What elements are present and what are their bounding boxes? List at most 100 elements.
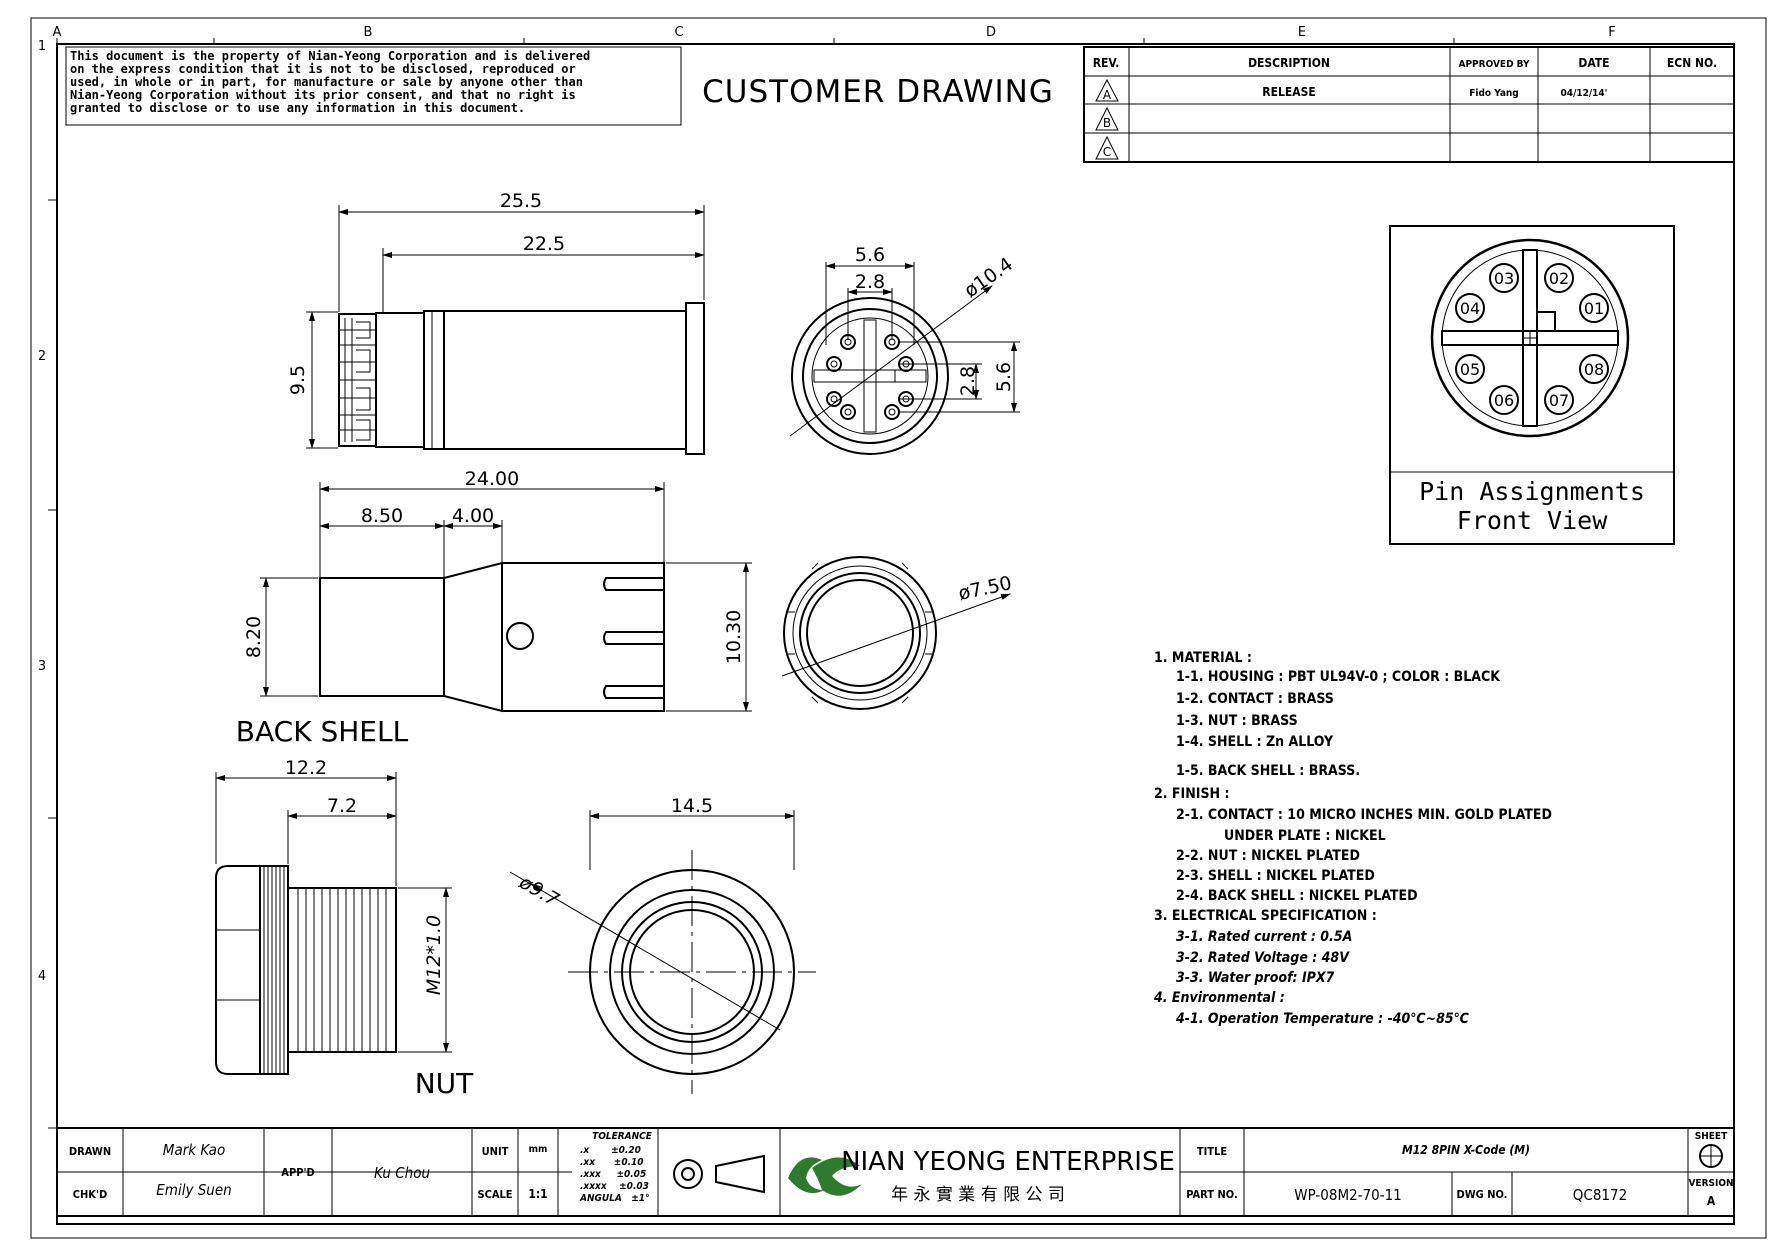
pin-assignments-box <box>1389 225 1675 545</box>
pin-caption-line1: Pin Assignments <box>1419 477 1645 506</box>
sheet-icon <box>1699 1144 1723 1168</box>
unit-label: UNIT <box>482 1145 509 1158</box>
version-value: A <box>1707 1194 1716 1208</box>
date-header: DATE <box>1578 56 1609 70</box>
note-line: UNDER PLATE : NICKEL <box>1224 828 1386 844</box>
sheet-frame <box>30 17 1767 1239</box>
rev-marker-a: A <box>1095 78 1119 102</box>
front-dim-width-inner: 2.8 <box>855 271 885 293</box>
tolerance-line: .xxx ±0.05 <box>580 1169 646 1180</box>
note-line: 3-3. Water proof: IPX7 <box>1176 970 1335 986</box>
rev-a-approved-by: Fido Yang <box>1469 88 1519 99</box>
nut-dim-thread-len: 7.2 <box>327 795 357 817</box>
disclaimer-line: granted to disclose or to use any inform… <box>70 101 525 115</box>
back-shell-dim-h-right: 10.30 <box>723 610 745 664</box>
row-label-3: 3 <box>38 659 46 674</box>
back-shell-dim-ring: ø7.50 <box>956 572 1013 605</box>
dwg-no-value: QC8172 <box>1573 1186 1627 1204</box>
nut-dim-outer: 14.5 <box>671 795 713 817</box>
note-line: 1-1. HOUSING : PBT UL94V-0 ; COLOR : BLA… <box>1176 669 1501 685</box>
disclaimer-line: used, in whole or in part, for manufactu… <box>70 75 583 89</box>
note-line: 3. ELECTRICAL SPECIFICATION : <box>1154 908 1377 924</box>
unit-value: mm <box>529 1144 548 1155</box>
company-logo-icon <box>788 1157 862 1196</box>
title-label: TITLE <box>1197 1145 1227 1158</box>
note-line: 1-4. SHELL : Zn ALLOY <box>1176 734 1334 750</box>
title-block <box>57 1127 1734 1217</box>
company-name: NIAN YEONG ENTERPRISE <box>841 1147 1175 1177</box>
back-shell-drawing <box>260 482 752 713</box>
rev-header: REV. <box>1093 56 1120 70</box>
note-line: 3-2. Rated Voltage : 48V <box>1176 950 1350 966</box>
dwg-no-label: DWG NO. <box>1457 1188 1508 1201</box>
back-shell-dim-h-left: 8.20 <box>243 616 265 658</box>
svg-text:A: A <box>1103 88 1112 102</box>
nut-label: NUT <box>415 1067 474 1100</box>
front-view-connector <box>789 262 1020 455</box>
col-label-a: A <box>53 25 62 40</box>
drawn-value: Mark Kao <box>163 1141 225 1159</box>
pin-label-08: 08 <box>1584 360 1604 379</box>
tolerance-line: .x ±0.20 <box>580 1145 641 1156</box>
chkd-label: CHK'D <box>73 1188 107 1201</box>
front-dim-width-outer: 5.6 <box>855 244 885 266</box>
disclaimer-line: on the express condition that it is not … <box>70 62 576 76</box>
title-value: M12 8PIN X-Code (M) <box>1402 1143 1530 1157</box>
ecn-header: ECN NO. <box>1667 56 1717 70</box>
front-dim-diameter: ø10.4 <box>960 253 1017 302</box>
side-dim-overall: 25.5 <box>500 190 542 212</box>
col-label-c: C <box>674 25 683 40</box>
column-labels: A B C D E F <box>53 25 1616 40</box>
row-label-1: 1 <box>38 39 46 54</box>
pin-label-04: 04 <box>1460 299 1480 318</box>
note-line: 2-4. BACK SHELL : NICKEL PLATED <box>1176 888 1418 904</box>
nut-end-view <box>509 810 816 1094</box>
rev-marker-b: B <box>1095 106 1119 131</box>
svg-text:B: B <box>1103 116 1111 130</box>
disclaimer-box: This document is the property of Nian-Ye… <box>65 46 682 126</box>
disclaimer-line: Nian-Yeong Corporation without its prior… <box>70 88 576 102</box>
company-name-cn: 年 永 實 業 有 限 公 司 <box>891 1185 1065 1205</box>
description-header: DESCRIPTION <box>1248 56 1330 70</box>
back-shell-dim-overall: 24.00 <box>465 468 519 490</box>
nut-dim-thread: M12*1.0 <box>423 915 445 995</box>
pin-label-03: 03 <box>1494 269 1514 288</box>
note-line: 1-2. CONTACT : BRASS <box>1176 691 1334 707</box>
note-line: 2. FINISH : <box>1154 786 1229 802</box>
rev-a-date: 04/12/14' <box>1561 88 1608 99</box>
front-dim-v-inner: 2.8 <box>957 366 979 396</box>
tolerance-title: TOLERANCE <box>592 1131 653 1142</box>
approved-by-header: APPROVED BY <box>1459 59 1530 70</box>
nut-drawing <box>215 772 452 1075</box>
note-line: 2-1. CONTACT : 10 MICRO INCHES MIN. GOLD… <box>1176 807 1552 823</box>
tolerance-line: .xx ±0.10 <box>580 1157 644 1168</box>
disclaimer-line: This document is the property of Nian-Ye… <box>70 49 590 63</box>
tolerance-line: ANGULA ±1° <box>579 1193 650 1204</box>
note-line: 3-1. Rated current : 0.5A <box>1176 929 1352 945</box>
pin-label-02: 02 <box>1549 269 1569 288</box>
back-shell-dim-b: 4.00 <box>452 505 494 527</box>
note-line: 1-3. NUT : BRASS <box>1176 713 1298 729</box>
tolerance-block: TOLERANCE .x ±0.20 .xx ±0.10 .xxx ±0.05 … <box>579 1131 653 1204</box>
part-no-label: PART NO. <box>1186 1188 1237 1201</box>
col-label-f: F <box>1608 25 1615 40</box>
nut-dim-inner: ø9.7 <box>515 871 563 911</box>
specification-notes: 1. MATERIAL : 1-1. HOUSING : PBT UL94V-0… <box>1154 650 1552 1027</box>
sheet-label: SHEET <box>1695 1131 1728 1142</box>
note-line: 2-3. SHELL : NICKEL PLATED <box>1176 868 1375 884</box>
side-view-connector <box>306 205 705 455</box>
front-dim-v-outer: 5.6 <box>993 362 1015 392</box>
col-label-e: E <box>1298 25 1306 40</box>
side-dim-height: 9.5 <box>287 365 309 395</box>
chkd-value: Emily Suen <box>156 1181 231 1199</box>
pin-caption-line2: Front View <box>1457 506 1608 535</box>
pin-label-07: 07 <box>1549 391 1569 410</box>
row-label-4: 4 <box>38 969 46 984</box>
note-line: 4-1. Operation Temperature : -40℃~85℃ <box>1176 1011 1470 1027</box>
revision-table: REV. DESCRIPTION APPROVED BY DATE ECN NO… <box>1083 46 1735 163</box>
side-dim-body: 22.5 <box>523 233 565 255</box>
back-shell-dim-a: 8.50 <box>361 505 403 527</box>
pin-label-05: 05 <box>1460 360 1480 379</box>
row-labels: 1 2 3 4 <box>38 39 46 984</box>
